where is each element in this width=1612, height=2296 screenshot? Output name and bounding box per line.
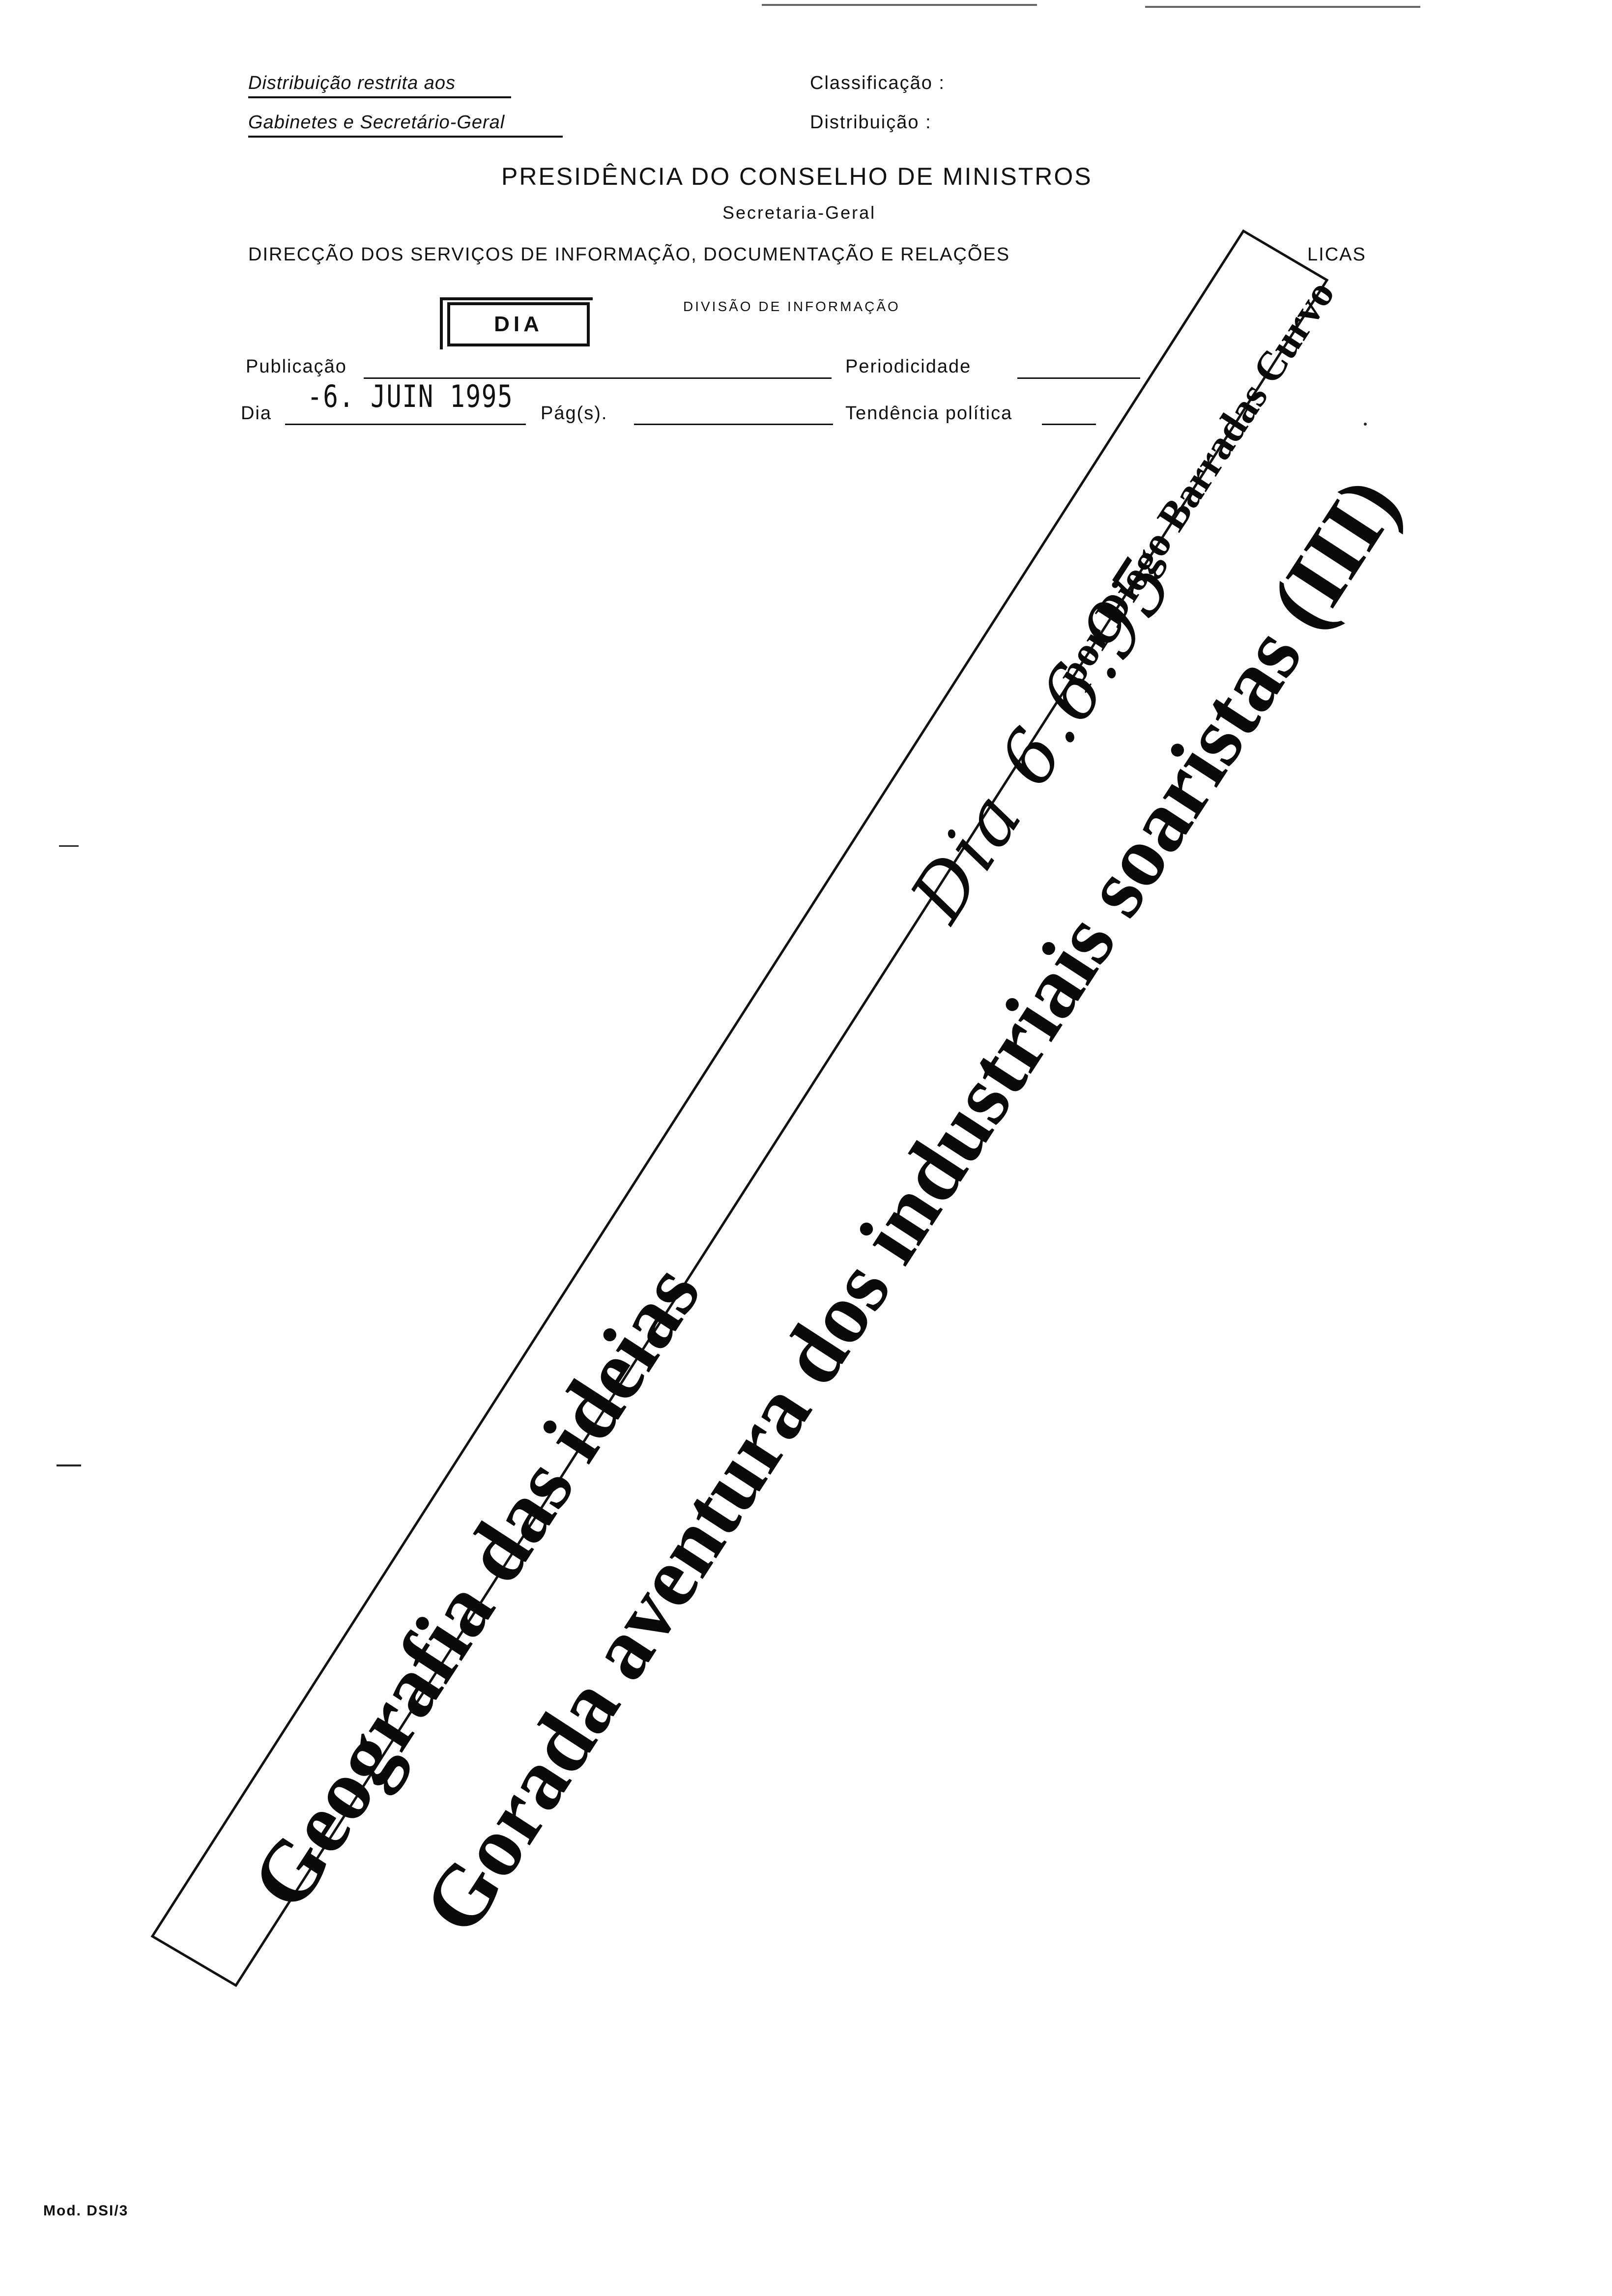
distribuicao-label: Distribuição : [810, 112, 932, 133]
direccao-line-tail: LICAS [1307, 244, 1366, 265]
publicacao-line [364, 377, 832, 379]
distribution-line-1: Distribuição restrita aos [248, 73, 456, 93]
classificacao-label: Classificação : [810, 73, 945, 93]
direccao-line: DIRECÇÃO DOS SERVIÇOS DE INFORMAÇÃO, DOC… [248, 244, 1010, 265]
scan-mark [57, 1464, 81, 1466]
stamp-dia: DIA [447, 302, 590, 346]
scan-mark [1364, 423, 1367, 426]
distribution-underline [248, 136, 563, 138]
distribution-underline [248, 96, 511, 98]
clipping-border [150, 229, 1329, 1987]
page-title: PRESIDÊNCIA DO CONSELHO DE MINISTROS [501, 163, 1093, 190]
tendencia-label: Tendência política [845, 403, 1013, 424]
scan-line [762, 4, 1037, 6]
pags-line [634, 424, 833, 425]
distribution-line-2: Gabinetes e Secretário-Geral [248, 112, 505, 133]
date-stamp: -6. JUIN 1995 [307, 378, 514, 414]
divisao-label: DIVISÃO DE INFORMAÇÃO [683, 299, 900, 314]
periodicidade-line [1017, 377, 1140, 379]
form-code: Mod. DSI/3 [43, 2203, 129, 2219]
tendencia-line [1042, 424, 1096, 425]
pags-label: Pág(s). [541, 403, 608, 424]
publicacao-label: Publicação [246, 356, 347, 377]
periodicidade-label: Periodicidade [845, 356, 972, 377]
dia-line [285, 424, 526, 425]
dia-label: Dia [241, 403, 272, 424]
scan-line [1145, 6, 1420, 8]
scan-mark [59, 845, 79, 847]
stamp-frame [440, 297, 593, 349]
page-subtitle: Secretaria-Geral [722, 202, 876, 223]
stamp-label: DIA [494, 312, 543, 336]
